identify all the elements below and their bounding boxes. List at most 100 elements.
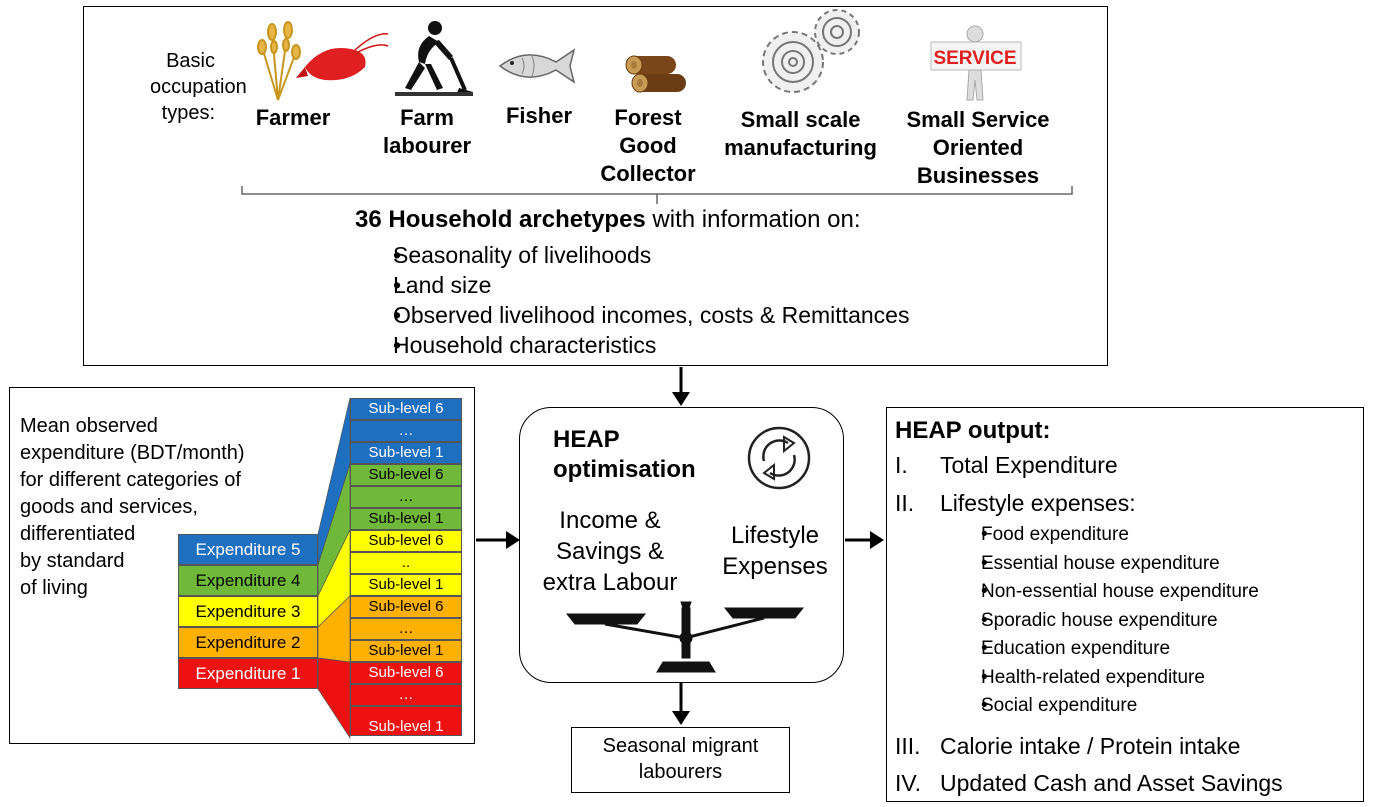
occupation-intro-line: types: [161,102,215,124]
sub-level-cell: Sub-level 6 [350,530,462,552]
archetypes-heading-bold: 36 Household archetypes [355,206,646,233]
occupation-service-business-label: Small Service Oriented Businesses [888,106,1068,190]
expenditure-connectors [318,398,351,740]
heap-right-line: Lifestyle [730,522,820,549]
sub-level-cell: Sub-level 6 [350,464,462,486]
expenditure-description: Mean observed expenditure (BDT/month) fo… [20,413,245,602]
occupation-label-line: Small scale [740,107,861,132]
expenditure-level-2: Expenditure 2 [178,627,318,658]
lifestyle-expense-item: Sporadic house expenditure [957,607,1259,636]
lifestyle-expense-item: Food expenditure [957,521,1259,550]
heap-left-line: Income & [559,507,661,534]
expenditure-level-3: Expenditure 3 [178,596,318,627]
occupation-label-line: Businesses [916,163,1040,188]
grouping-brace [241,186,1073,204]
archetype-info-item: Observed livelihood incomes, costs & Rem… [355,300,909,330]
lifestyle-expenses-list: Food expenditure Essential house expendi… [957,521,1259,721]
expenditure-description-line: goods and services, [20,496,198,518]
heap-income-savings-labour: Income & Savings & extra Labour [524,505,696,598]
sub-level-cell: Sub-level 1 [350,574,462,596]
expenditure-description-line: by standard [20,550,125,572]
lifestyle-expense-item: Education expenditure [957,635,1259,664]
expenditure-description-line: for different categories of [20,469,241,491]
sub-level-cell: Sub-level 6 [350,596,462,618]
heap-title-line: optimisation [553,456,696,483]
sub-level-cell: … [350,486,462,508]
heap-right-line: Expenses [722,553,828,580]
occupation-forest-collector-label: Forest Good Collector [588,104,708,188]
occupation-label-line: Small Service [906,107,1050,132]
expenditure-description-line: Mean observed [20,415,158,437]
heap-output-title: HEAP output: [895,417,1051,444]
occupation-label-line: labourer [382,133,472,158]
wheat-shrimp-icon [257,21,389,101]
migrant-line: Seasonal migrant [602,735,759,757]
sub-level-cell: Sub-level 1 [350,706,462,736]
sub-level-cell: Sub-level 6 [350,398,462,420]
heap-lifestyle-expenses: Lifestyle Expenses [710,520,840,582]
heap-left-line: extra Labour [542,569,678,596]
occupation-label-line: Fisher [505,103,573,128]
refresh-cycle-icon [747,426,811,490]
sub-level-cell: .. [350,552,462,574]
archetypes-heading-rest: with information on: [645,206,861,233]
fish-icon [498,48,576,84]
occupation-label-line: Good [619,133,677,158]
sub-level-cell: Sub-level 1 [350,508,462,530]
expenditure-level-1: Expenditure 1 [178,658,318,689]
output-roman-num: III. [895,733,921,759]
occupation-label-line: Farm [400,105,454,130]
lifestyle-expense-item: Essential house expenditure [957,550,1259,579]
expenditure-description-line: differentiated [20,523,136,545]
output-roman-text: Total Expenditure [940,452,1118,478]
occupation-label-line: Collector [600,161,696,186]
service-sign-text: SERVICE [933,48,1016,69]
expenditure-level-4: Expenditure 4 [178,565,318,596]
occupation-farm-labourer-label: Farm labourer [372,104,482,160]
occupation-label-line: Farmer [255,105,331,130]
heap-optimisation-box [519,407,844,683]
occupation-label-line: Oriented [932,135,1024,160]
occupation-label-line: Forest [614,105,682,130]
archetype-info-item: Seasonality of livelihoods [355,240,909,270]
occupation-manufacturing-label: Small scale manufacturing [708,106,893,162]
expenditure-description-line: of living [20,577,88,599]
sub-level-cell: Sub-level 1 [350,640,462,662]
occupation-label-line: manufacturing [724,135,877,160]
balance-scale-icon [565,601,805,673]
output-roman-num: I. [895,452,908,478]
output-roman-text: Lifestyle expenses: [940,490,1136,516]
gears-icon [762,9,860,93]
heap-left-line: Savings & [555,538,665,565]
sub-level-cell: … [350,420,462,442]
output-roman-text: Updated Cash and Asset Savings [940,770,1283,796]
sub-level-cell: Sub-level 6 [350,662,462,684]
archetypes-list: Seasonality of livelihoods Land size Obs… [355,240,909,360]
seasonal-migrant-box [571,727,790,793]
output-roman-num: II. [895,490,915,516]
occupation-fisher-label: Fisher [484,102,594,130]
logs-icon [625,55,686,93]
archetypes-heading: 36 Household archetypes with information… [355,206,861,234]
sub-level-cell: … [350,618,462,640]
expenditure-description-line: expenditure (BDT/month) [20,442,245,464]
expenditure-level-5: Expenditure 5 [178,534,318,565]
sub-level-cell: Sub-level 1 [350,442,462,464]
service-sign-icon: SERVICE [930,25,1022,101]
lifestyle-expense-item: Non-essential house expenditure [957,578,1259,607]
archetype-info-item: Land size [355,270,909,300]
migrant-line: labourers [638,761,723,783]
seasonal-migrant-label: Seasonal migrant labourers [571,733,790,785]
sub-level-cell: … [350,684,462,706]
archetype-info-item: Household characteristics [355,330,909,360]
heap-title: HEAP optimisation [553,425,696,485]
output-roman-num: IV. [895,770,922,796]
lifestyle-expense-item: Health-related expenditure [957,664,1259,693]
occupation-intro-line: Basic [166,50,215,72]
output-roman-text: Calorie intake / Protein intake [940,733,1241,759]
labourer-digging-icon [395,21,473,96]
heap-title-line: HEAP [553,426,620,453]
lifestyle-expense-item: Social expenditure [957,692,1259,721]
occupation-farmer-label: Farmer [238,104,348,132]
